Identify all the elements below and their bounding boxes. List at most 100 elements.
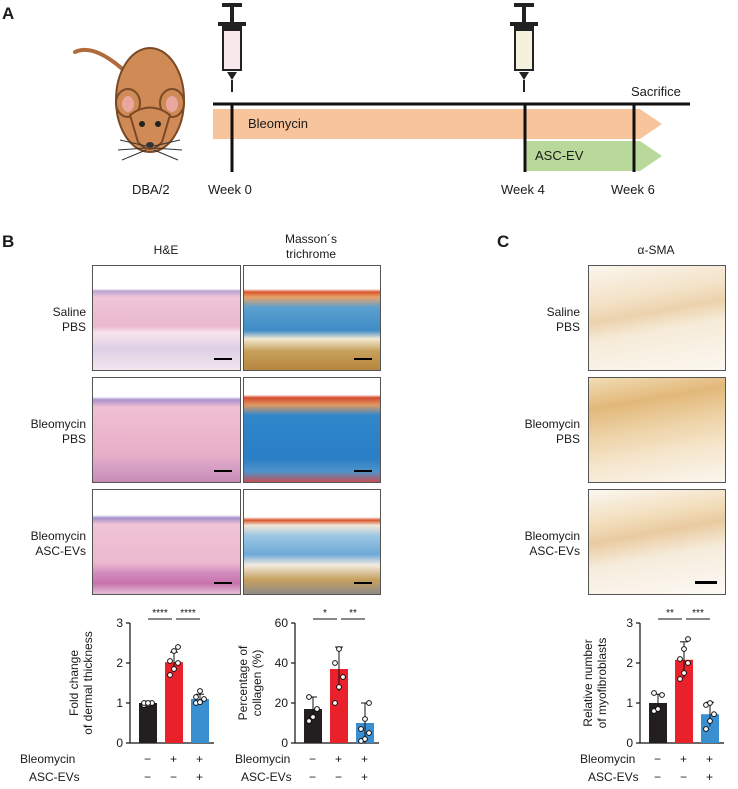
y-tick-label: 0 — [626, 736, 633, 750]
week6-label: Week 6 — [611, 182, 655, 197]
data-point — [677, 676, 683, 682]
data-point — [306, 718, 312, 724]
y-axis-label: Fold change — [67, 650, 81, 716]
data-point — [167, 672, 173, 678]
week0-label: Week 0 — [208, 182, 252, 197]
data-point — [145, 700, 151, 706]
c3-r1-2: + — [706, 752, 714, 766]
row-label-line1: Bleomycin — [524, 417, 580, 431]
row-label-line2: ASC-EVs — [35, 544, 86, 558]
c3-r1-0: − — [654, 752, 662, 766]
y-tick-label: 3 — [626, 616, 633, 630]
group-row1-label-b2: Bleomycin — [235, 752, 291, 766]
significance-label: ** — [666, 608, 674, 619]
data-point — [340, 674, 346, 680]
data-point — [362, 736, 368, 742]
c1-r2-2: + — [196, 770, 204, 784]
group-row2-label-b2: ASC-EVs — [241, 770, 292, 784]
y-axis-label: collagen (%) — [250, 650, 264, 717]
row-label-saline-pbs: Saline PBS — [10, 305, 86, 335]
he-image-bleomycin-ascevs — [92, 489, 241, 595]
significance-label: **** — [180, 608, 196, 619]
data-point — [707, 700, 713, 706]
y-tick-label: 20 — [275, 696, 289, 710]
c1-r1-0: − — [144, 752, 152, 766]
data-point — [197, 699, 203, 706]
data-point — [193, 694, 199, 700]
c2-r1-0: − — [309, 752, 317, 766]
bar — [165, 662, 183, 743]
asc-ev-arrow — [525, 141, 662, 171]
data-point — [659, 692, 665, 698]
data-point — [685, 660, 691, 666]
c2-r2-1: − — [335, 770, 343, 784]
row-label-line1: Bleomycin — [524, 529, 580, 543]
masson-image-bleomycin-ascevs — [243, 489, 381, 595]
c2-r1-2: + — [361, 752, 369, 766]
y-tick-label: 1 — [116, 696, 123, 710]
data-point — [175, 644, 181, 650]
y-axis-label: Percentage of — [236, 645, 250, 720]
row-label-line2: PBS — [61, 320, 86, 334]
panel-label-a: A — [2, 4, 15, 23]
c1-r1-1: + — [170, 752, 178, 766]
c2-r2-0: − — [309, 770, 317, 784]
c-row-label-bleomycin-ascevs: Bleomycin ASC-EVs — [500, 529, 580, 559]
group-row1-label-c: Bleomycin — [580, 752, 636, 766]
data-point — [366, 700, 372, 706]
y-tick-label: 0 — [281, 736, 288, 750]
y-tick-label: 0 — [116, 736, 123, 750]
row-label-line2: ASC-EVs — [529, 544, 580, 558]
bar — [701, 714, 719, 743]
he-image-bleomycin-pbs — [92, 377, 241, 483]
group-row1-label-b: Bleomycin — [20, 752, 76, 766]
data-point — [707, 718, 713, 724]
data-point — [366, 730, 372, 736]
row-label-bleomycin-pbs: Bleomycin PBS — [10, 417, 86, 447]
data-point — [332, 700, 338, 706]
y-tick-label: 1 — [626, 696, 633, 710]
data-point — [314, 706, 320, 712]
y-tick-label: 40 — [275, 656, 289, 670]
asma-image-bleomycin-pbs — [588, 377, 726, 483]
data-point — [362, 716, 368, 722]
y-axis-label: Relative number — [581, 639, 595, 726]
data-point — [711, 711, 717, 718]
row-label-line2: PBS — [61, 432, 86, 446]
data-point — [336, 684, 342, 690]
c3-r1-1: + — [680, 752, 688, 766]
c1-r1-2: + — [196, 752, 204, 766]
c-row-label-saline-pbs: Saline PBS — [500, 305, 580, 335]
row-label-line1: Saline — [546, 305, 580, 319]
data-point — [685, 636, 691, 642]
timeline-diagram — [73, 3, 690, 172]
c3-r2-2: + — [706, 770, 714, 784]
asc-ev-label: ASC-EV — [535, 148, 584, 163]
masson-image-bleomycin-pbs — [243, 377, 381, 483]
significance-label: **** — [152, 608, 168, 619]
panel-label-c: C — [497, 232, 510, 251]
data-point — [677, 656, 683, 662]
c-row-label-bleomycin-pbs: Bleomycin PBS — [500, 417, 580, 447]
c3-r2-1: − — [680, 770, 688, 784]
data-point — [175, 660, 181, 666]
panel-label-b: B — [2, 232, 15, 251]
c1-r2-0: − — [144, 770, 152, 784]
bleomycin-label: Bleomycin — [248, 116, 308, 131]
data-point — [655, 706, 661, 712]
y-axis-label: of myofibroblasts — [595, 638, 609, 729]
asma-image-saline-pbs — [588, 265, 726, 371]
group-row2-label-b: ASC-EVs — [29, 770, 80, 784]
y-tick-label: 60 — [275, 616, 289, 630]
row-label-line1: Bleomycin — [30, 417, 86, 431]
group-row2-label-c: ASC-EVs — [588, 770, 639, 784]
y-tick-label: 2 — [626, 656, 633, 670]
y-tick-label: 2 — [116, 656, 123, 670]
data-point — [651, 690, 657, 696]
data-point — [167, 658, 173, 664]
he-image-saline-pbs — [92, 265, 241, 371]
c2-r2-2: + — [361, 770, 369, 784]
syringe-1-icon — [218, 3, 246, 92]
